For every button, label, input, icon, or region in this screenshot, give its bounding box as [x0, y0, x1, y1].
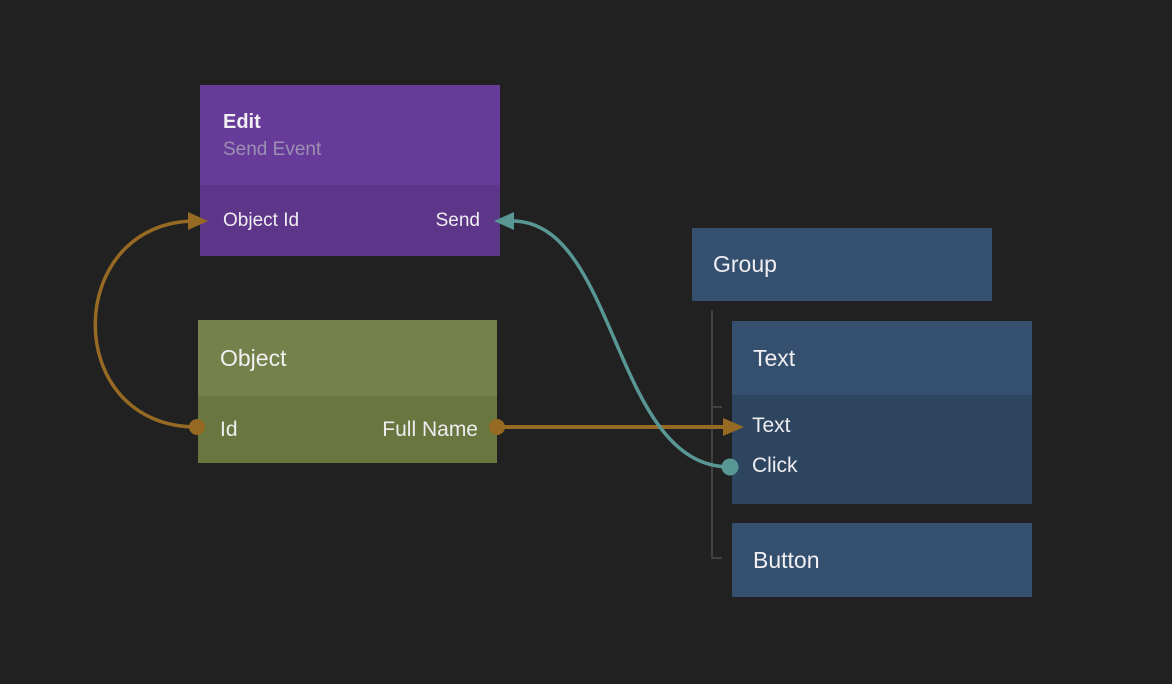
- port-object-id[interactable]: Id: [220, 417, 238, 441]
- node-object[interactable]: Object Id Full Name: [198, 320, 497, 463]
- port-text-text[interactable]: Text: [732, 406, 1032, 446]
- node-button[interactable]: Button: [732, 523, 1032, 597]
- port-text-click-label: Click: [752, 454, 798, 477]
- node-text[interactable]: Text Text Click: [732, 321, 1032, 504]
- port-text-click[interactable]: Click: [732, 446, 1032, 486]
- group-tree-tick-button: [711, 557, 722, 559]
- node-text-title: Text: [753, 344, 796, 371]
- node-group-title: Group: [713, 251, 777, 277]
- edge-object-id-to-edit[interactable]: [93, 219, 198, 429]
- node-text-header[interactable]: Text: [732, 321, 1032, 395]
- node-edit-header[interactable]: Edit Send Event: [200, 85, 500, 185]
- node-button-title: Button: [753, 546, 820, 573]
- node-object-header[interactable]: Object: [198, 320, 497, 396]
- node-object-title: Object: [220, 344, 287, 371]
- port-edit-object-id[interactable]: Object Id: [223, 209, 300, 231]
- group-tree-tick-text: [711, 406, 722, 408]
- node-text-body: Text Click: [732, 395, 1032, 504]
- node-object-body: Id Full Name: [198, 396, 497, 463]
- node-group[interactable]: Group: [692, 228, 992, 301]
- port-object-full-name[interactable]: Full Name: [382, 417, 478, 441]
- port-edit-send[interactable]: Send: [435, 209, 480, 231]
- group-tree-line-vertical: [711, 310, 713, 559]
- node-edit[interactable]: Edit Send Event Object Id Send: [200, 85, 500, 256]
- node-edit-title: Edit: [223, 111, 261, 133]
- port-text-text-label: Text: [752, 414, 791, 437]
- node-edit-subtitle: Send Event: [223, 139, 322, 160]
- node-edit-body: Object Id Send: [200, 185, 500, 256]
